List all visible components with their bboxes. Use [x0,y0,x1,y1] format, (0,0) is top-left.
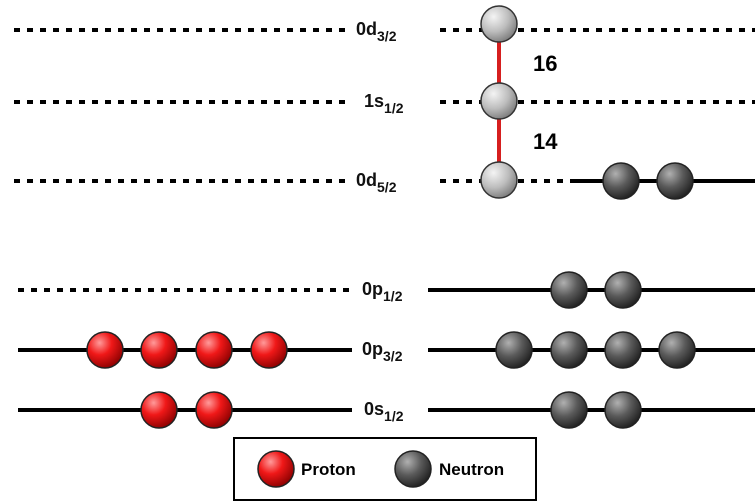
neutron-particle [604,391,642,429]
proton-particle [250,331,288,369]
halo-particle [480,5,518,43]
level-label-0d52: 0d5/2 [356,170,397,195]
proton-particle [195,391,233,429]
level-label-0d32: 0d3/2 [356,19,397,44]
legend-neutron-swatch [394,450,432,488]
neutron-particle [550,331,588,369]
halo-particle [480,82,518,120]
proton-particle [140,331,178,369]
neutron-particle [550,391,588,429]
level-label-0s12: 0s1/2 [364,399,404,424]
neutron-particle [658,331,696,369]
neutron-particle [550,271,588,309]
gap-label-16: 16 [533,51,557,76]
halo-particle [480,161,518,199]
level-label-0p12: 0p1/2 [362,279,403,304]
neutron-particle [656,162,694,200]
legend-proton-label: Proton [301,460,356,479]
neutron-particle [495,331,533,369]
proton-particle [195,331,233,369]
legend: Proton Neutron [233,437,537,501]
proton-particle [140,391,178,429]
neutron-particle [604,331,642,369]
level-label-1s12: 1s1/2 [364,91,404,116]
neutron-particle [604,271,642,309]
legend-proton-swatch [257,450,295,488]
neutron-particle [602,162,640,200]
legend-neutron-label: Neutron [439,460,504,479]
gap-label-14: 14 [533,129,558,154]
proton-particle [86,331,124,369]
level-label-0p32: 0p3/2 [362,339,403,364]
